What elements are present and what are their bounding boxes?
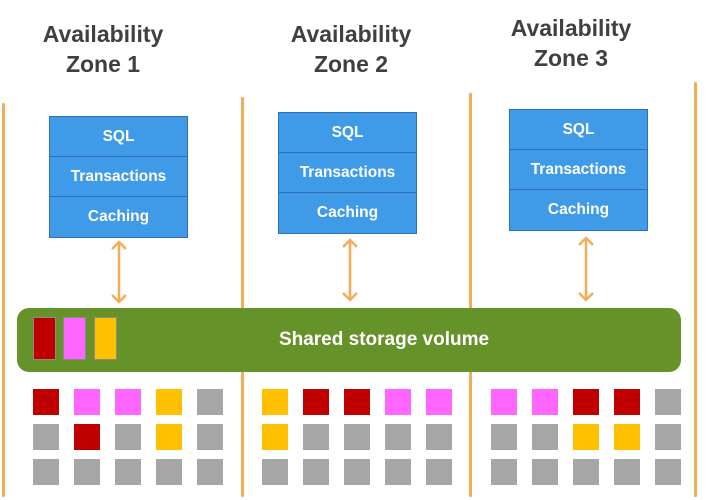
- storage-block-pink: [491, 389, 517, 415]
- storage-block-pink: [74, 389, 100, 415]
- storage-block-gray: [156, 459, 182, 485]
- storage-block-red: [573, 389, 599, 415]
- storage-block-gray: [385, 424, 411, 450]
- storage-block-yellow: [156, 424, 182, 450]
- storage-block-gray: [303, 459, 329, 485]
- storage-block-yellow: [156, 389, 182, 415]
- storage-block-gray: [655, 424, 681, 450]
- storage-block-gray: [33, 459, 59, 485]
- storage-block-yellow: [573, 424, 599, 450]
- sql-layer: SQL: [279, 113, 416, 153]
- storage-block-gray: [573, 459, 599, 485]
- double-arrow-icon: [342, 238, 358, 302]
- storage-label: Shared storage volume: [278, 329, 490, 350]
- caching-layer: Caching: [87, 208, 150, 225]
- storage-block-red: [303, 389, 329, 415]
- storage-block-gray: [74, 459, 100, 485]
- storage-legend-block: [33, 317, 56, 360]
- caching-layer: Caching: [316, 204, 379, 221]
- zone-1-title: Availability Zone 1: [42, 21, 164, 77]
- shared-storage-volume: Shared storage volume: [17, 308, 681, 372]
- storage-block-gray: [491, 459, 517, 485]
- zone-divider: [241, 97, 244, 497]
- storage-block-gray: [426, 424, 452, 450]
- storage-block-pink: [115, 389, 141, 415]
- double-arrow-icon: [111, 240, 127, 304]
- storage-block-gray: [344, 459, 370, 485]
- double-arrow-icon: [578, 236, 594, 302]
- sql-layer: SQL: [50, 117, 187, 157]
- storage-block-red: [33, 389, 59, 415]
- zone-1-db-stack: SQL Transactions Caching: [49, 116, 188, 238]
- storage-block-gray: [115, 424, 141, 450]
- storage-legend-block: [94, 317, 117, 360]
- zone-3-db-stack: SQL Transactions Caching: [509, 109, 648, 231]
- zone-divider: [469, 93, 472, 497]
- storage-block-gray: [532, 459, 558, 485]
- storage-block-yellow: [614, 424, 640, 450]
- storage-block-pink: [426, 389, 452, 415]
- zone-2-title: Availability Zone 2: [290, 21, 412, 77]
- storage-block-gray: [33, 424, 59, 450]
- sql-layer: SQL: [510, 110, 647, 150]
- storage-block-gray: [197, 424, 223, 450]
- transactions-layer: Transactions: [510, 150, 647, 190]
- storage-block-gray: [385, 459, 411, 485]
- storage-block-gray: [532, 424, 558, 450]
- transactions-layer: Transactions: [50, 157, 187, 197]
- transactions-layer: Transactions: [279, 153, 416, 193]
- storage-block-gray: [426, 459, 452, 485]
- storage-block-gray: [491, 424, 517, 450]
- storage-block-gray: [344, 424, 370, 450]
- caching-layer: Caching: [547, 201, 610, 218]
- zone-2-db-stack: SQL Transactions Caching: [278, 112, 417, 234]
- storage-block-pink: [532, 389, 558, 415]
- storage-block-gray: [197, 459, 223, 485]
- zone-divider: [2, 103, 5, 497]
- storage-block-pink: [385, 389, 411, 415]
- storage-block-gray: [262, 459, 288, 485]
- zone-divider: [694, 82, 697, 497]
- storage-block-red: [344, 389, 370, 415]
- storage-block-gray: [655, 459, 681, 485]
- zone-3-title: Availability Zone 3: [510, 15, 632, 71]
- storage-block-yellow: [262, 424, 288, 450]
- storage-legend-block: [63, 317, 86, 360]
- storage-block-yellow: [262, 389, 288, 415]
- storage-block-red: [614, 389, 640, 415]
- storage-block-red: [74, 424, 100, 450]
- storage-block-gray: [197, 389, 223, 415]
- storage-block-gray: [115, 459, 141, 485]
- storage-block-gray: [614, 459, 640, 485]
- storage-block-gray: [303, 424, 329, 450]
- storage-block-gray: [655, 389, 681, 415]
